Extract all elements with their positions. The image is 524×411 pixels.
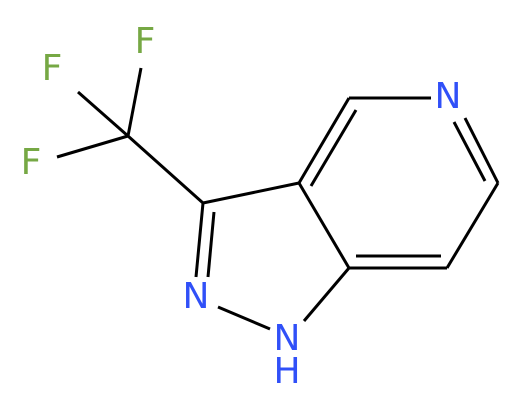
- bond-n2-n1: [217, 305, 271, 331]
- bond-c4-c3a-outer: [297, 97, 351, 184]
- bond-c3-n2-outer: [194, 202, 205, 278]
- bond-c-f-top: [126, 67, 143, 137]
- atom-n-pyridine-label: N: [435, 76, 462, 117]
- atom-f-bottom-label: F: [21, 142, 42, 183]
- bond-c3-c3a: [202, 181, 300, 205]
- bond-c6-n5-inner: [452, 121, 487, 182]
- bond-c-f-bottom: [56, 134, 129, 159]
- atom-n-pyrazole-label: N: [183, 276, 210, 317]
- bond-c3a-c7a: [297, 182, 351, 269]
- bond-c-f-left: [77, 90, 129, 138]
- atom-label-layer: F F F N N N H: [21, 21, 462, 392]
- atom-nh-h-label: H: [273, 351, 300, 392]
- bond-n1-c7a: [302, 267, 351, 322]
- atom-f-top-label: F: [135, 21, 156, 62]
- bond-layer: [56, 67, 500, 331]
- atom-nh-n-label: N: [274, 318, 301, 359]
- atom-f-left-label: F: [42, 48, 63, 89]
- bond-c6-n5-outer: [463, 117, 500, 184]
- bond-cf3-c3: [127, 134, 204, 205]
- bond-c3-n2-inner: [206, 211, 216, 278]
- bond-c7-c6: [445, 182, 500, 269]
- bond-c4-c3a-inner: [309, 109, 358, 187]
